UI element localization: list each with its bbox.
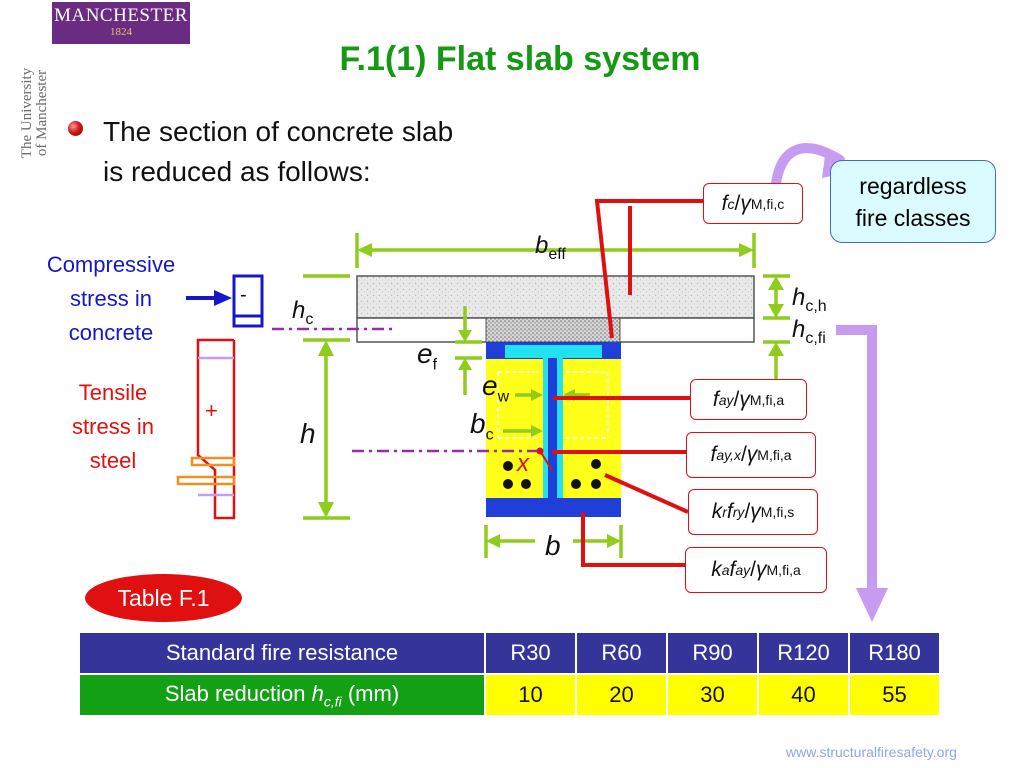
- down-arrow: [836, 325, 877, 592]
- logo-name: MANCHESTER: [54, 5, 188, 26]
- compressive-stress-label: Compressive stress in concrete: [24, 248, 198, 350]
- tensile-line1: Tensile: [78, 380, 148, 405]
- symbol-h: h: [300, 418, 316, 449]
- symbol-x: x: [517, 450, 529, 477]
- table-row: Standard fire resistance R30 R60 R90 R12…: [78, 631, 941, 675]
- symbol-bc: bc: [470, 408, 494, 444]
- slab-reduction-table: Standard fire resistance R30 R60 R90 R12…: [78, 631, 941, 717]
- reduction-cell: 20: [575, 673, 668, 717]
- logo-year: 1824: [110, 26, 132, 38]
- compressive-stress-block: [232, 274, 264, 328]
- slab-reduction-header: Slab reduction hc,fi (mm): [78, 673, 486, 717]
- compressive-line2: stress in: [70, 286, 152, 311]
- rebars: [503, 459, 601, 489]
- reduction-cell: 30: [666, 673, 759, 717]
- university-logo: MANCHESTER 1824: [52, 2, 190, 44]
- class-cell: R180: [848, 631, 941, 675]
- bullet-icon: [68, 121, 83, 136]
- reduction-cell: 10: [484, 673, 577, 717]
- symbol-b: b: [545, 530, 561, 561]
- table-f1-badge: Table F.1: [85, 574, 242, 622]
- plus-sign: +: [205, 398, 218, 423]
- symbol-hch: hc,h: [792, 284, 827, 315]
- regardless-line2: fire classes: [855, 205, 971, 231]
- tensile-line2: stress in: [72, 414, 154, 439]
- tensile-line3: steel: [89, 448, 137, 473]
- fire-resistance-header: Standard fire resistance: [78, 631, 486, 675]
- concrete-slab: [356, 275, 755, 319]
- down-arrow-head: [856, 588, 888, 622]
- symbol-hc: hc: [292, 297, 314, 328]
- compressive-line1: Compressive: [46, 252, 176, 277]
- class-cell: R60: [575, 631, 668, 675]
- regardless-line1: regardless: [859, 173, 967, 199]
- tensile-stress-label: Tensile stress in steel: [48, 376, 178, 478]
- table-row: Slab reduction hc,fi (mm) 10 20 30 40 55: [78, 673, 941, 717]
- compressive-line3: concrete: [68, 320, 154, 345]
- minus-sign: -: [240, 284, 247, 306]
- tensile-stress-block: [196, 338, 236, 520]
- class-cell: R30: [484, 631, 577, 675]
- website-link[interactable]: www.structuralfiresafety.org: [786, 744, 957, 760]
- bullet-text: The section of concrete slab is reduced …: [103, 112, 543, 192]
- bullet-line2: is reduced as follows:: [103, 156, 371, 187]
- symbol-hcfi: hc,fi: [792, 316, 826, 347]
- slide-title: F.1(1) Flat slab system: [339, 40, 701, 78]
- class-cell: R90: [666, 631, 759, 675]
- reduction-cell: 55: [848, 673, 941, 717]
- regardless-fire-classes-note: regardless fire classes: [830, 160, 996, 243]
- bullet-line1: The section of concrete slab: [103, 116, 454, 147]
- symbol-ew: ew: [482, 370, 510, 406]
- symbol-beff: beff: [535, 232, 566, 263]
- bottom-flange: [486, 498, 621, 517]
- top-flange-protection: [505, 345, 602, 358]
- leader-lines: [552, 199, 703, 567]
- steel-web: [548, 358, 557, 498]
- slab-rib: [485, 317, 621, 343]
- symbol-ef: ef: [417, 338, 438, 374]
- class-cell: R120: [757, 631, 850, 675]
- reduction-cell: 40: [757, 673, 850, 717]
